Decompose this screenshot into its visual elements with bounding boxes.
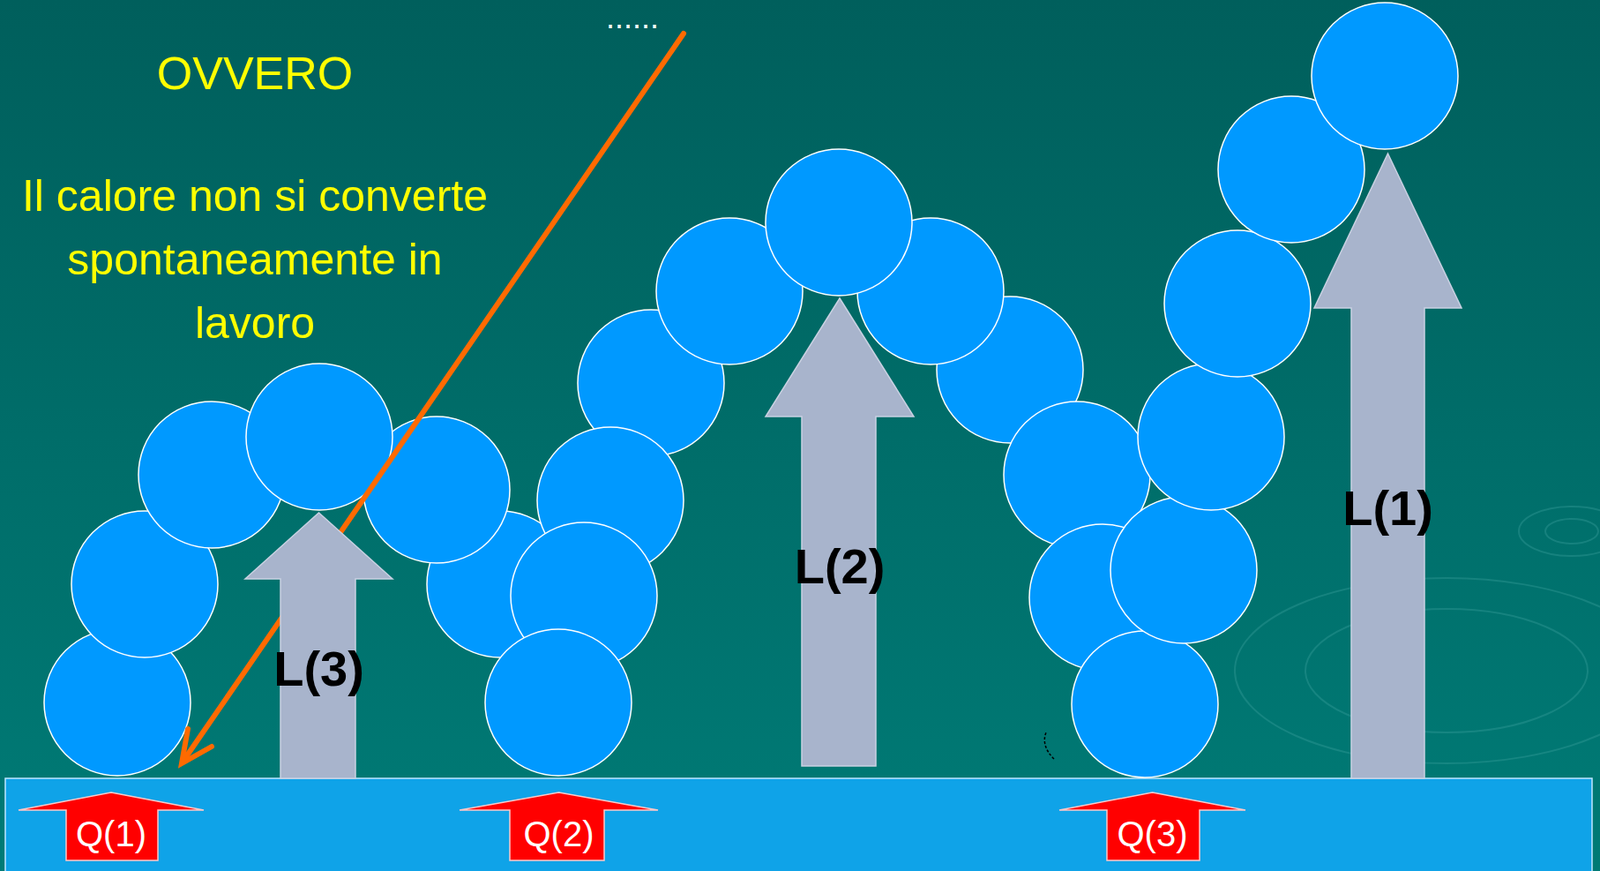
arrow-label: L(3) <box>245 640 393 697</box>
arrow-shape <box>1314 153 1462 778</box>
heat-arrow: Q(2) <box>459 792 658 860</box>
arrow-label: Q(2) <box>459 813 658 854</box>
arrow-label: Q(1) <box>18 813 204 854</box>
arrow-shape <box>765 298 914 766</box>
arrow-outline <box>765 298 914 766</box>
ellipsis-note: ...... <box>561 0 703 36</box>
arrow-outline <box>1059 792 1246 860</box>
heat-arrow: Q(1) <box>18 792 204 860</box>
sphere <box>1137 363 1285 510</box>
arrow-outline <box>1314 153 1462 778</box>
arrow-label: Q(3) <box>1059 813 1246 854</box>
arrow-outline <box>245 512 393 778</box>
heading-word: OVVERO <box>122 47 388 99</box>
heat-source-band <box>5 777 1593 871</box>
arrow-label: L(2) <box>765 538 914 595</box>
sphere-chain <box>44 2 1458 778</box>
heat-arrow: Q(3) <box>1059 792 1246 860</box>
work-arrow: L(2) <box>765 298 914 766</box>
arrow-outline <box>459 792 658 860</box>
pointer-arrow <box>181 33 684 763</box>
work-arrow: L(1) <box>1314 153 1462 778</box>
sphere <box>765 149 913 296</box>
small-arc <box>1044 732 1055 759</box>
sphere <box>1071 630 1219 778</box>
statement-text: Il calore non si converte spontaneamente… <box>10 164 501 355</box>
work-arrow: L(3) <box>245 512 393 778</box>
sphere <box>1110 496 1257 643</box>
sphere <box>485 628 632 776</box>
sphere <box>1311 2 1458 150</box>
arrow-outline <box>18 792 204 860</box>
arrow-label: L(1) <box>1314 479 1462 537</box>
sphere <box>1164 230 1311 377</box>
